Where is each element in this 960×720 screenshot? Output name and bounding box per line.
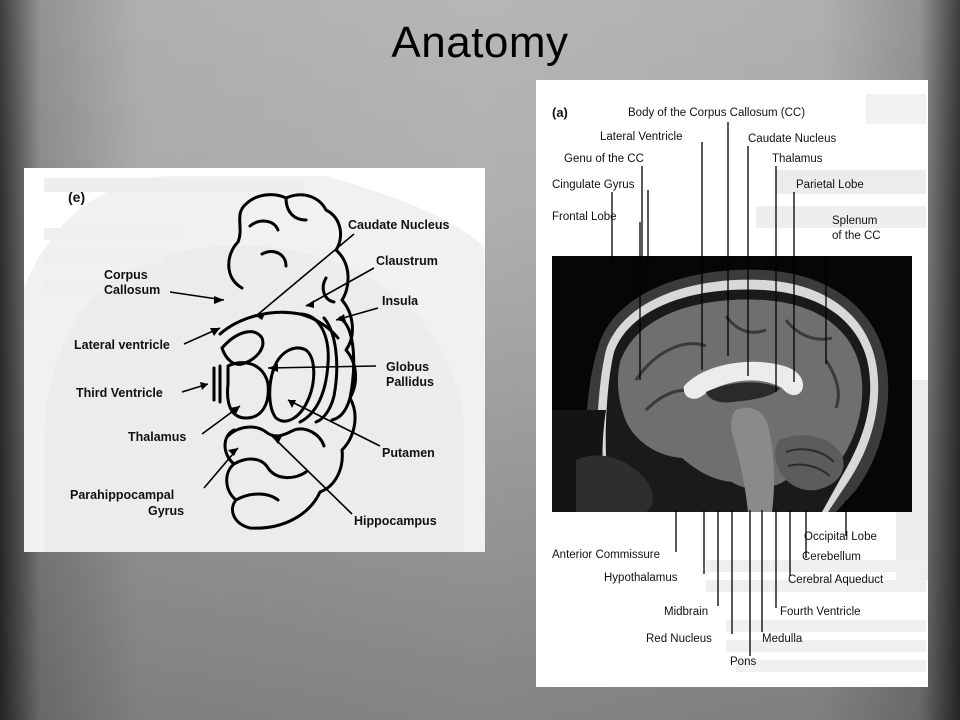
coronal-brain-diagram: (e) Caudate Nucleus Claustrum Corpus Cal… bbox=[24, 168, 485, 552]
label-fourth-ventricle: Fourth Ventricle bbox=[780, 606, 861, 618]
label-parahippocampal-line1: Parahippocampal bbox=[70, 488, 175, 502]
label-globus-pallidus-line1: Globus bbox=[386, 360, 430, 374]
label-splenum-line1: Splenum bbox=[832, 215, 878, 227]
label-globus-pallidus-line2: Pallidus bbox=[386, 375, 434, 389]
label-parietal-lobe: Parietal Lobe bbox=[796, 179, 864, 191]
label-cerebral-aqueduct: Cerebral Aqueduct bbox=[788, 574, 884, 586]
coronal-drawing bbox=[24, 176, 485, 552]
label-occipital-lobe: Occipital Lobe bbox=[804, 531, 877, 543]
label-thalamus: Thalamus bbox=[772, 153, 823, 165]
label-third-ventricle: Third Ventricle bbox=[76, 386, 163, 400]
label-red-nucleus: Red Nucleus bbox=[646, 633, 712, 645]
sagittal-mri-figure: (a) Body of the Corpus Callosum (CC) Lat… bbox=[536, 80, 928, 687]
label-pons: Pons bbox=[730, 656, 757, 668]
label-thalamus: Thalamus bbox=[128, 430, 187, 444]
label-hippocampus: Hippocampus bbox=[354, 514, 437, 528]
label-cingulate-gyrus: Cingulate Gyrus bbox=[552, 179, 635, 191]
label-cerebellum: Cerebellum bbox=[802, 551, 861, 563]
label-frontal-lobe: Frontal Lobe bbox=[552, 211, 617, 223]
label-medulla: Medulla bbox=[762, 633, 803, 645]
label-caudate-nucleus: Caudate Nucleus bbox=[748, 133, 837, 145]
slide-title: Anatomy bbox=[391, 18, 569, 67]
label-caudate-nucleus: Caudate Nucleus bbox=[348, 218, 450, 232]
sagittal-drawing bbox=[552, 94, 928, 672]
label-claustrum: Claustrum bbox=[376, 254, 438, 268]
label-lateral-ventricle: Lateral ventricle bbox=[74, 338, 170, 352]
label-insula: Insula bbox=[382, 294, 419, 308]
label-splenum-line2: of the CC bbox=[832, 230, 881, 242]
label-putamen: Putamen bbox=[382, 446, 435, 460]
panel-tag-a: (a) bbox=[552, 105, 568, 120]
label-lateral-ventricle: Lateral Ventricle bbox=[600, 131, 683, 143]
label-parahippocampal-line2: Gyrus bbox=[148, 504, 185, 518]
label-midbrain: Midbrain bbox=[664, 606, 709, 618]
label-body-corpus-callosum: Body of the Corpus Callosum (CC) bbox=[628, 107, 806, 119]
label-corpus-callosum-line1: Corpus bbox=[104, 268, 148, 282]
label-anterior-commissure: Anterior Commissure bbox=[552, 549, 660, 561]
panel-tag-e: (e) bbox=[68, 189, 86, 205]
label-genu-cc: Genu of the CC bbox=[564, 153, 644, 165]
label-corpus-callosum-line2: Callosum bbox=[104, 283, 161, 297]
label-hypothalamus: Hypothalamus bbox=[604, 572, 678, 584]
